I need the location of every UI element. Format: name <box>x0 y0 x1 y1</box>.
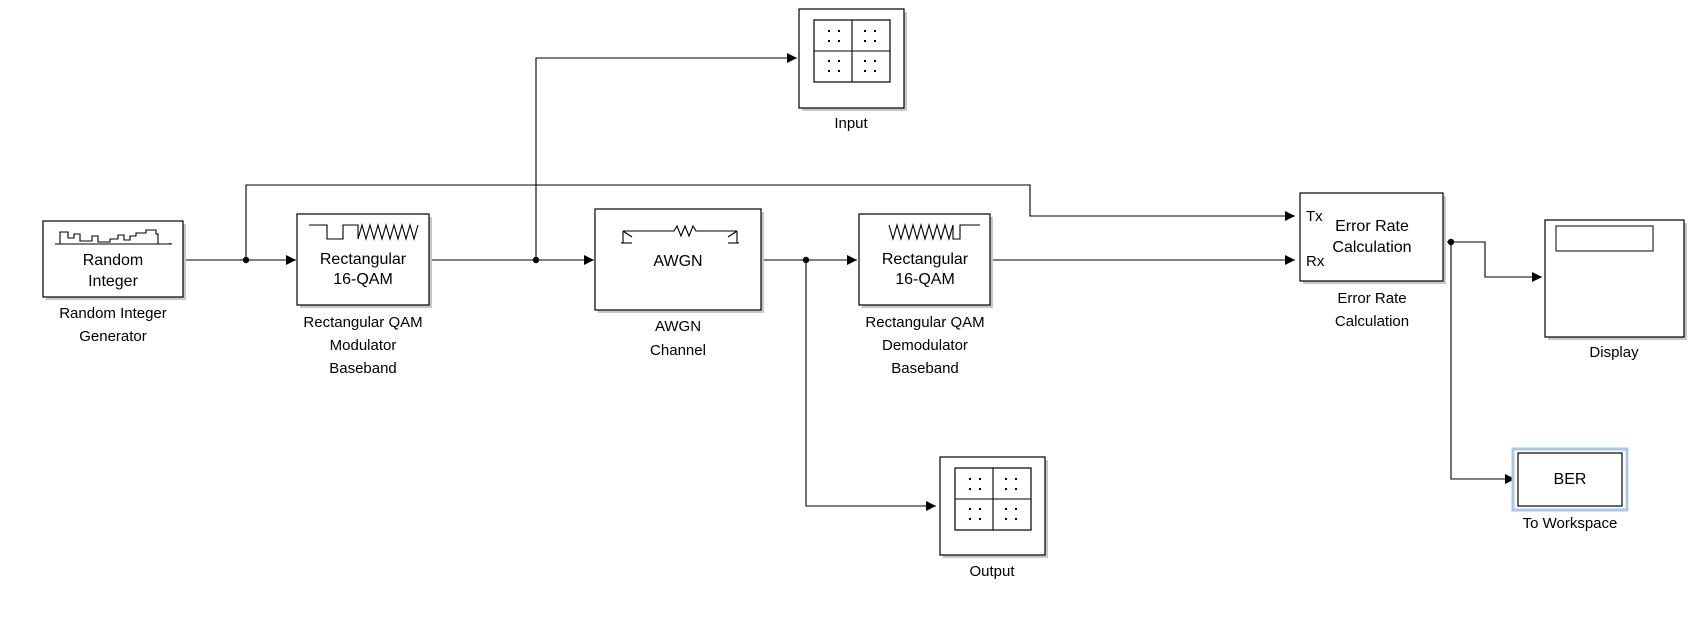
block-label: Rectangular QAM <box>865 314 984 331</box>
qam-demodulator-block[interactable]: Rectangular 16-QAM Rectangular QAM Demod… <box>858 213 993 377</box>
block-inner-text: Random <box>83 252 143 269</box>
line-output-branch[interactable] <box>805 260 936 511</box>
block-inner-text: Calculation <box>1332 239 1411 256</box>
output-constellation-scope[interactable]: Output <box>939 456 1048 580</box>
awgn-channel-block[interactable]: AWGN AWGN Channel <box>594 208 764 359</box>
block-label: AWGN <box>655 318 701 335</box>
line-err-to-workspace[interactable] <box>1450 242 1515 484</box>
block-label: Calculation <box>1335 313 1409 330</box>
error-rate-calculation-block[interactable]: Tx Rx Error Rate Calculation Error Rate … <box>1299 192 1446 330</box>
display-block[interactable]: Display <box>1544 219 1687 361</box>
port-label-rx: Rx <box>1306 253 1325 270</box>
block-inner-text: Integer <box>88 273 138 290</box>
branch-point <box>802 256 810 264</box>
branch-point <box>1447 238 1455 246</box>
block-label: Demodulator <box>882 337 968 354</box>
demodulation-waveform-icon <box>888 222 980 242</box>
display-readout-field <box>1555 225 1654 252</box>
block-label: Rectangular QAM <box>303 314 422 331</box>
block-label: Error Rate <box>1337 290 1406 307</box>
line-input-branch[interactable] <box>535 53 797 260</box>
block-label: Baseband <box>891 360 959 377</box>
input-constellation-scope[interactable]: Input <box>798 8 907 132</box>
block-label: Display <box>1589 344 1639 361</box>
block-label: Output <box>969 563 1015 580</box>
constellation-icon <box>954 467 1032 531</box>
random-signal-icon <box>56 229 171 245</box>
block-inner-text: 16-QAM <box>895 271 955 288</box>
block-inner-text: Rectangular <box>320 251 407 268</box>
line-err-to-display[interactable] <box>1447 241 1542 282</box>
branch-point <box>532 256 540 264</box>
modulation-waveform-icon <box>309 222 419 242</box>
block-label: Input <box>834 115 868 132</box>
block-label: Channel <box>650 342 706 359</box>
qam-modulator-block[interactable]: Rectangular 16-QAM Rectangular QAM Modul… <box>296 213 432 377</box>
block-inner-text: 16-QAM <box>333 271 393 288</box>
random-integer-generator-block[interactable]: Random Integer Random Integer Generator <box>42 220 186 345</box>
line-tx-branch[interactable] <box>245 184 1295 260</box>
block-inner-text: Rectangular <box>882 251 969 268</box>
block-inner-text: Error Rate <box>1335 218 1409 235</box>
signal-lines <box>186 53 1542 511</box>
block-inner-text: AWGN <box>653 253 702 270</box>
block-label: Generator <box>79 328 147 345</box>
to-workspace-block[interactable]: BER To Workspace <box>1511 447 1629 532</box>
block-label: Modulator <box>330 337 397 354</box>
block-label: Baseband <box>329 360 397 377</box>
constellation-icon <box>813 19 891 83</box>
branch-point <box>242 256 250 264</box>
block-label: Random Integer <box>59 305 167 322</box>
port-label-tx: Tx <box>1306 208 1323 225</box>
noise-channel-icon <box>621 224 739 244</box>
block-inner-text: BER <box>1554 471 1587 488</box>
block-label: To Workspace <box>1523 515 1618 532</box>
